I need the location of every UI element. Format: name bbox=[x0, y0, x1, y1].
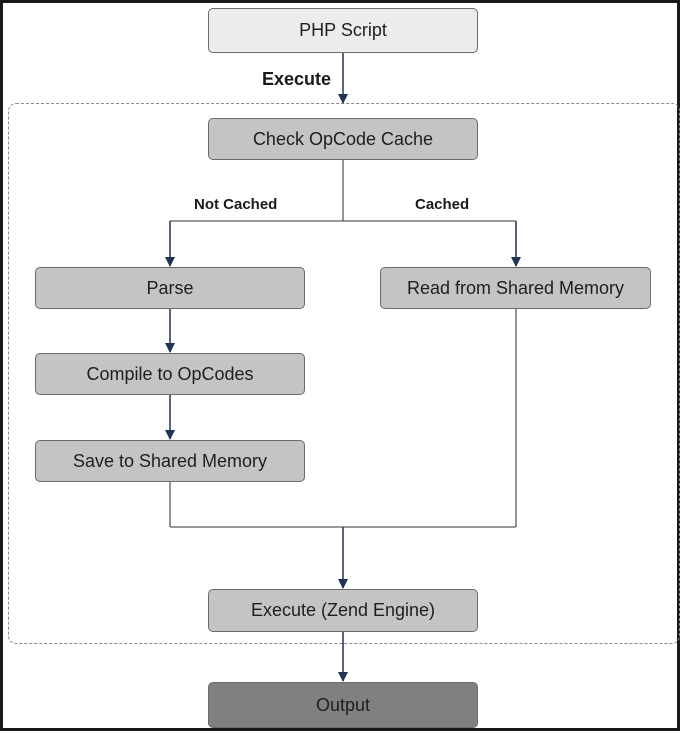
node-php-script: PHP Script bbox=[208, 8, 478, 53]
edge-label-execute: Execute bbox=[262, 69, 332, 89]
edge-label-cached: Cached bbox=[415, 196, 470, 213]
node-parse: Parse bbox=[35, 267, 305, 309]
node-read-from-shared-memory: Read from Shared Memory bbox=[380, 267, 651, 309]
node-save-to-shared-memory: Save to Shared Memory bbox=[35, 440, 305, 482]
connector-lines bbox=[165, 53, 521, 682]
edge-label-not-cached: Not Cached bbox=[194, 196, 278, 213]
node-output: Output bbox=[208, 682, 478, 728]
node-check-opcode-cache: Check OpCode Cache bbox=[208, 118, 478, 160]
node-compile-to-opcodes: Compile to OpCodes bbox=[35, 353, 305, 395]
node-execute-zend-engine: Execute (Zend Engine) bbox=[208, 589, 478, 632]
